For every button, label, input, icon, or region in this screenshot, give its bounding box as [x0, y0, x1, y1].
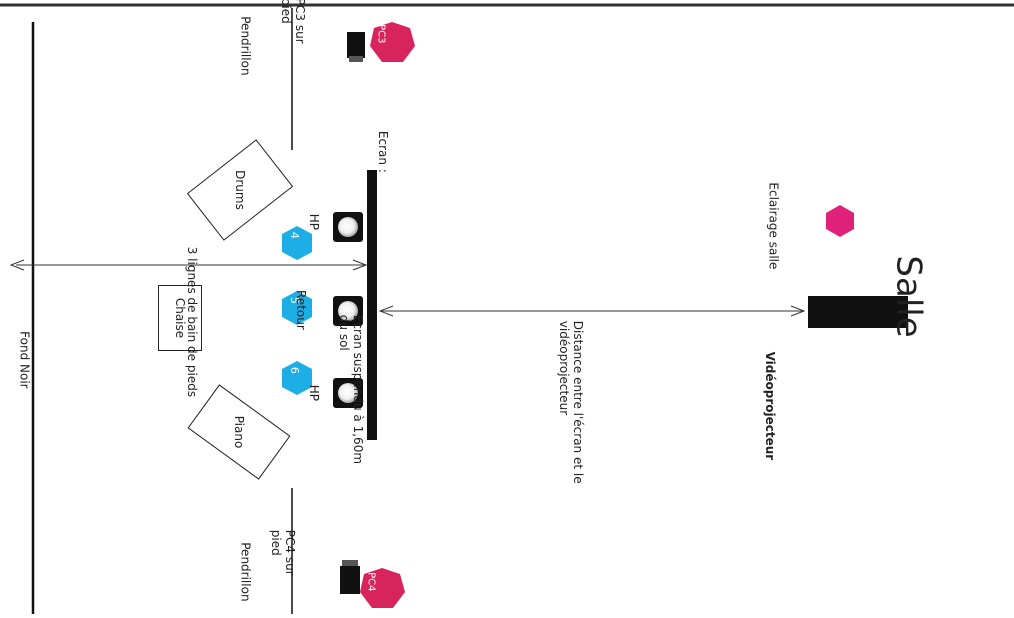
- drums-label: Drums: [233, 170, 247, 210]
- pc4-label: PC4 sur pied: [269, 529, 297, 576]
- lignes-label: 3 lignes de bain de pieds: [185, 246, 200, 398]
- ecran-bar: [367, 170, 377, 440]
- retour-label: Retour: [293, 290, 308, 330]
- hp-bottom-speaker: [333, 378, 363, 408]
- pendrillon-top-label: Pendrillon: [238, 16, 253, 76]
- eclairage-label: Eclairage salle: [765, 182, 780, 270]
- pendrillon-bottom-label: Pendrillon: [238, 542, 253, 602]
- ligne-4-text: 4: [287, 231, 301, 239]
- pc4-marker: [360, 568, 405, 608]
- salle-title: Salle: [888, 254, 929, 338]
- distance-label: Distance entre l'écran et le vidéoprojec…: [557, 320, 585, 484]
- hp-top-label: HP: [307, 213, 322, 231]
- eclairage-marker: [826, 205, 854, 237]
- pc4-body: [340, 566, 360, 594]
- ligne-6-text: 6: [287, 366, 301, 374]
- pc3-marker-text: PC3: [374, 24, 386, 44]
- piano-label: Piano: [232, 415, 246, 449]
- retour-speaker: [333, 296, 363, 326]
- ligne-4-marker: [282, 226, 312, 260]
- fond-noir-label: Fond Noir: [17, 331, 32, 389]
- videoprojecteur-block: [808, 296, 908, 328]
- hp-top-speaker: [333, 212, 363, 242]
- ecran-label: Ecran :: [375, 130, 390, 173]
- videoprojecteur-label: Vidéoprojecteur: [762, 351, 777, 461]
- pc3-marker: [370, 22, 415, 62]
- pc4-marker-text: PC4: [364, 572, 376, 592]
- chaise-box: Chaise: [158, 285, 202, 351]
- pc3-label: PC3 sur pied: [279, 0, 307, 44]
- ligne-5-marker: [282, 291, 312, 325]
- ligne-6-marker: [282, 361, 312, 395]
- pc3-body: [347, 32, 365, 58]
- hp-bottom-label: HP: [307, 384, 322, 402]
- ecran-note: Ecran suspendu à 1,60m du sol: [337, 314, 365, 465]
